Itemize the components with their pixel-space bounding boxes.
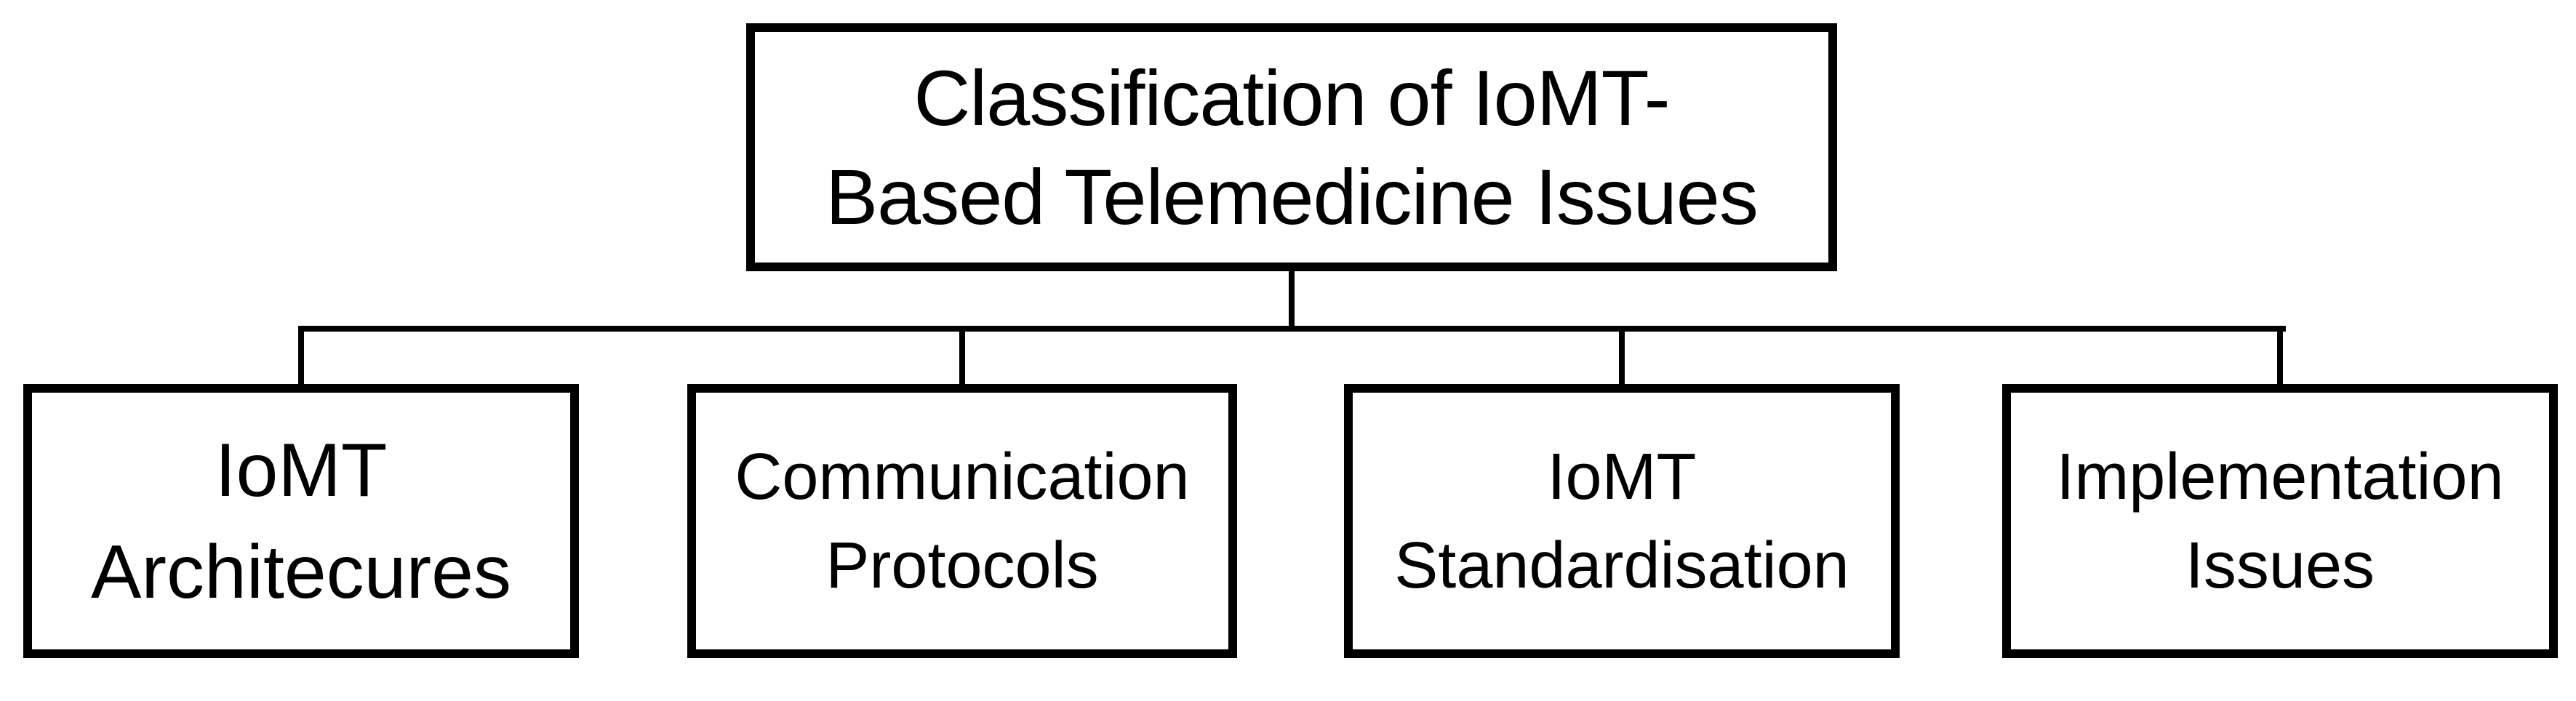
connector-horizontal-bus xyxy=(298,326,2286,332)
child-node-iomt-standardisation: IoMT Standardisation xyxy=(1344,384,1900,658)
child-node-label: IoMT Standardisation xyxy=(1394,440,1849,602)
connector-stem-communication-protocols xyxy=(959,326,965,384)
connector-root-stem xyxy=(1289,271,1295,332)
root-node-label: Classification of IoMT- Based Telemedici… xyxy=(825,53,1759,241)
child-node-label: Communication Protocols xyxy=(735,440,1190,602)
connector-stem-implementation-issues xyxy=(2277,326,2283,384)
child-node-communication-protocols: Communication Protocols xyxy=(687,384,1237,658)
child-node-label: IoMT Architecures xyxy=(91,428,511,614)
connector-stem-iomt-architecures xyxy=(298,326,304,384)
child-node-iomt-architecures: IoMT Architecures xyxy=(23,384,579,658)
child-node-label: Implementation Issues xyxy=(2056,440,2504,602)
child-node-implementation-issues: Implementation Issues xyxy=(2002,384,2558,658)
connector-stem-iomt-standardisation xyxy=(1619,326,1625,384)
root-node-classification: Classification of IoMT- Based Telemedici… xyxy=(746,23,1837,271)
